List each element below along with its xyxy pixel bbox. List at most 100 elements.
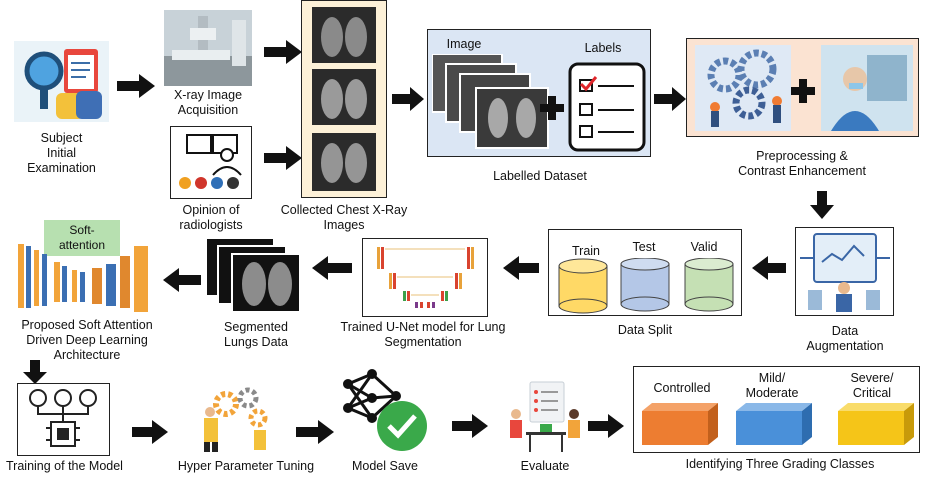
badge-line-2: attention [58, 238, 106, 252]
evaluate-label: Evaluate [520, 459, 570, 473]
collected-xray-panel [301, 0, 387, 198]
preprocessing-label: Preprocessing & Contrast Enhancement [718, 149, 886, 179]
preprocessing-line-1: Preprocessing & [756, 149, 848, 163]
proposed-line-3: Architecture [53, 348, 121, 362]
arrow-down-icon [810, 191, 834, 219]
tuning-label: Hyper Parameter Tuning [177, 459, 315, 473]
arrow-down-icon [23, 360, 47, 384]
gears-icon [695, 45, 791, 131]
arrow-right-icon [452, 414, 488, 438]
controlled-block [642, 403, 718, 445]
augmentation-line-2: Augmentation [806, 339, 884, 353]
controlled-line-1: Controlled [653, 381, 711, 395]
segmented-line-2: Lungs Data [224, 335, 288, 349]
arrow-right-icon [588, 414, 624, 438]
augmentation-line-1: Data [831, 324, 859, 338]
arrow-left-icon [752, 256, 786, 280]
architecture-layers [14, 232, 156, 312]
subject-line-1: Subject [40, 131, 83, 145]
test-cylinder [620, 258, 670, 312]
unet-line-2: Segmentation [384, 335, 462, 349]
arrow-left-icon [503, 256, 539, 280]
mild-line-2: Moderate [745, 386, 799, 400]
subject-line-2: Initial [46, 146, 77, 160]
class-label-severe: Severe/ Critical [830, 371, 914, 401]
train-cylinder [558, 258, 608, 314]
arrow-right-icon [264, 40, 302, 64]
subject-exam-panel [14, 41, 109, 122]
mild-block [736, 403, 812, 445]
proposed-line-1: Proposed Soft Attention [21, 318, 153, 332]
arrow-left-icon [312, 256, 352, 280]
model-save-illustration [336, 366, 432, 456]
model-save-label: Model Save [351, 459, 418, 473]
segmented-line-1: Segmented [224, 320, 288, 334]
image-heading: Image [446, 37, 482, 51]
test-label: Test [632, 240, 656, 254]
xray-acq-line-2: Acquisition [177, 103, 239, 117]
radiologists-panel [170, 126, 252, 199]
doctor-xray-photo [821, 45, 913, 131]
radiologists-line-2: radiologists [179, 218, 243, 232]
subject-line-3: Examination [27, 161, 96, 175]
preprocessing-panel [686, 38, 919, 137]
arrow-right-icon [654, 87, 686, 111]
training-label: Training of the Model [6, 459, 123, 473]
grading-blocks [642, 403, 914, 445]
subject-exam-label: Subject Initial Examination [14, 131, 109, 176]
labels-heading: Labels [584, 41, 622, 55]
grading-classes-panel: Controlled Mild/ Moderate Severe/ Critic… [633, 366, 920, 453]
data-split-label: Data Split [617, 323, 673, 337]
clipboard-magnifier-icon [14, 41, 109, 122]
arrow-right-icon [264, 146, 302, 170]
unet-label: Trained U-Net model for Lung Segmentatio… [318, 320, 528, 350]
valid-label: Valid [690, 240, 718, 254]
data-split-panel: Train Test Valid [548, 229, 742, 316]
arrow-right-icon [296, 420, 334, 444]
mild-line-1: Mild/ [758, 371, 786, 385]
radiologists-label: Opinion of radiologists [162, 203, 260, 233]
training-panel [17, 383, 110, 456]
neural-chip-icon [29, 389, 97, 447]
severe-line-2: Critical [852, 386, 892, 400]
tuning-illustration [196, 384, 276, 454]
severe-line-1: Severe/ [850, 371, 894, 385]
severe-block [838, 403, 914, 445]
xray-acq-label: X-ray Image Acquisition [157, 88, 259, 118]
proposed-label: Proposed Soft Attention Driven Deep Lear… [2, 318, 172, 363]
augmentation-label: Data Augmentation [790, 324, 900, 354]
class-label-mild: Mild/ Moderate [730, 371, 814, 401]
evaluate-illustration [506, 378, 584, 454]
unet-architecture-icon [377, 247, 474, 308]
stacked-xray-images [432, 54, 549, 149]
arrow-right-icon [392, 87, 424, 111]
proposed-line-2: Driven Deep Learning [26, 333, 148, 347]
checkmark-icon [377, 401, 427, 451]
chest-xray-images [312, 7, 376, 191]
soft-attention-badge: Soft- attention [44, 220, 120, 256]
plus-icon [540, 96, 564, 120]
unet-line-1: Trained U-Net model for Lung [340, 320, 506, 334]
collected-line-2: Images [323, 218, 365, 232]
augmentation-panel [795, 227, 894, 316]
collected-label: Collected Chest X-Ray Images [268, 203, 420, 233]
collected-line-1: Collected Chest X-Ray [280, 203, 408, 217]
train-label: Train [571, 244, 600, 258]
badge-line-1: Soft- [69, 223, 95, 237]
arrow-left-icon [163, 268, 201, 292]
grading-label: Identifying Three Grading Classes [685, 457, 875, 471]
radiologist-icon [179, 134, 242, 189]
labelled-dataset-label: Labelled Dataset [493, 169, 587, 183]
segmented-label: Segmented Lungs Data [210, 320, 302, 350]
valid-cylinder [684, 258, 734, 312]
unet-panel [362, 238, 488, 317]
radiologists-line-1: Opinion of [182, 203, 240, 217]
data-augmentation-icon [800, 233, 890, 312]
arrow-right-icon [132, 420, 168, 444]
xray-acq-line-1: X-ray Image [173, 88, 243, 102]
checklist-icon [568, 62, 646, 152]
plus-icon [791, 79, 815, 103]
dataset-cylinders [558, 258, 734, 314]
segmented-lungs-images [206, 238, 302, 314]
arrow-right-icon [117, 74, 155, 98]
